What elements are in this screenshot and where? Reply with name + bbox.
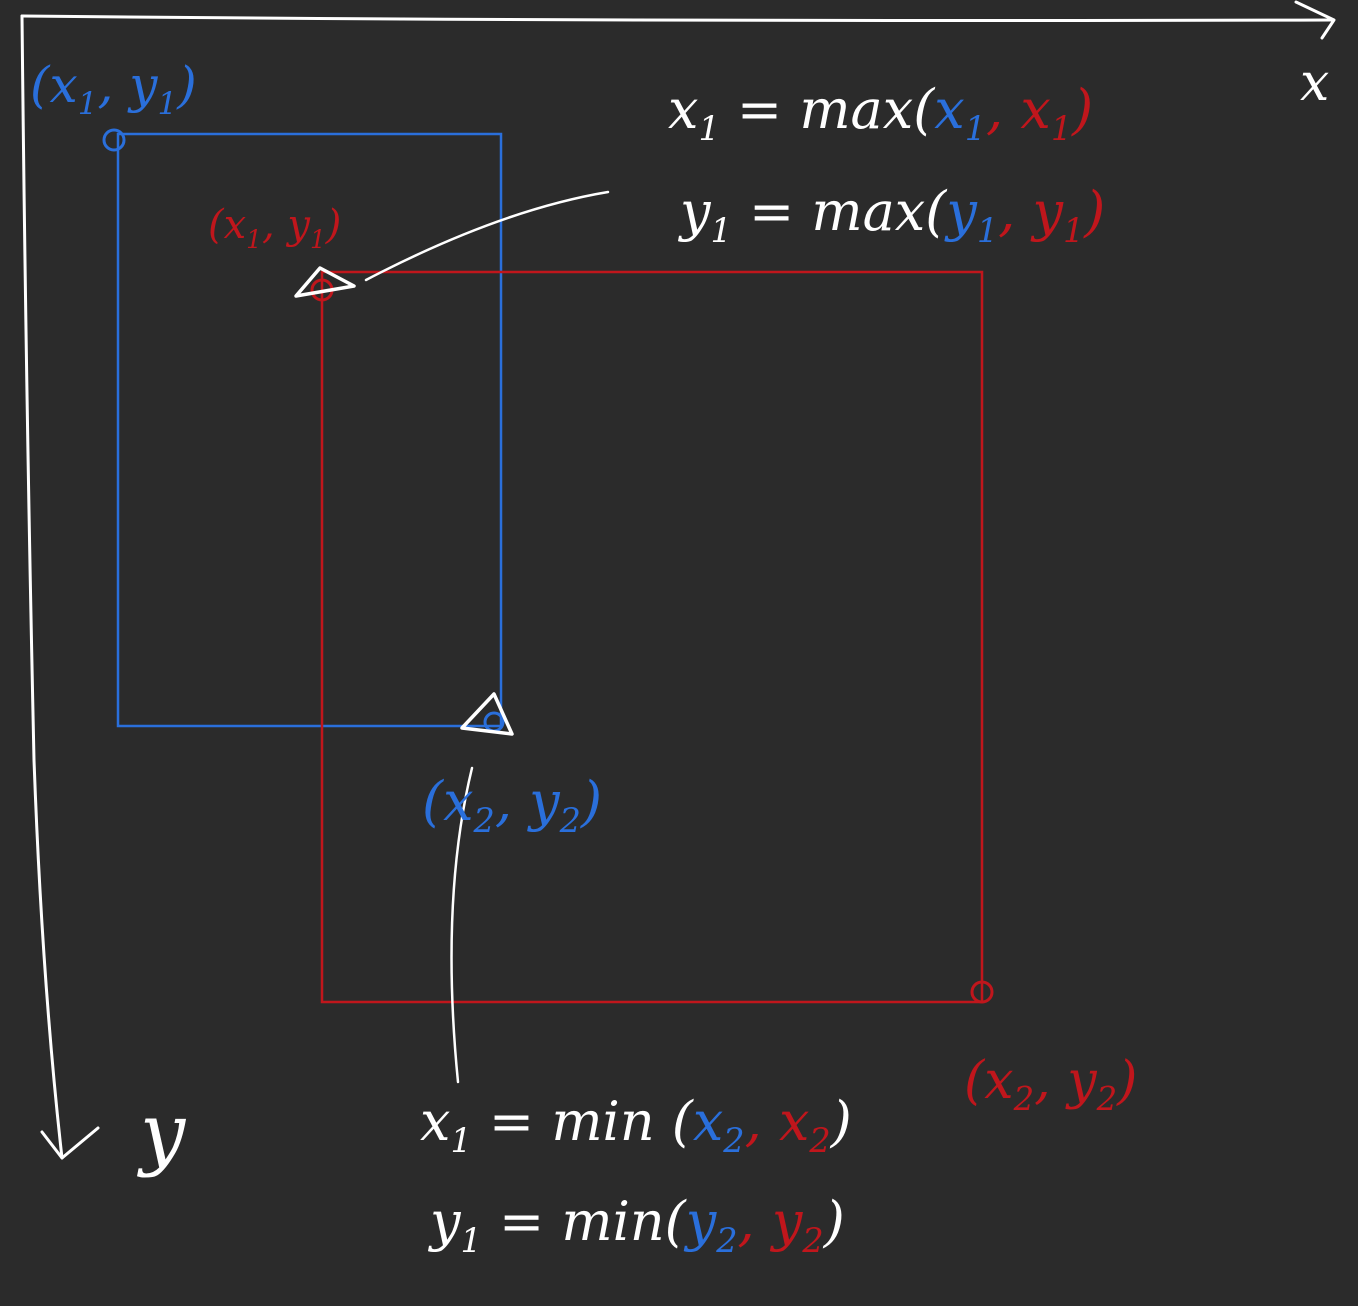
intersection-markers: [294, 266, 514, 736]
x-axis-label: x: [1300, 53, 1329, 113]
intersection-bottom-right-marker: [460, 692, 514, 736]
box-a-top-left-point: [102, 128, 126, 152]
box-a-top-left-label: (x1, y1): [30, 56, 197, 122]
box-b-rectangle: [320, 270, 984, 1004]
box-a-bottom-right-label: (x2, y2): [422, 770, 602, 840]
axes: [20, 0, 1336, 1160]
leader-line-max: [364, 190, 610, 282]
y-axis-line: [20, 14, 64, 1160]
box-b-bottom-right-point: [970, 980, 994, 1004]
box-b-top-left-label: (x1, y1): [208, 202, 341, 254]
box-b-bottom-right-label: (x2, y2): [964, 1051, 1137, 1118]
formula-min-x: x1 = min (x2, x2): [420, 1090, 852, 1160]
leader-line-min: [450, 766, 474, 1084]
y-axis-arrowhead: [40, 1126, 100, 1160]
y-axis-label: y: [137, 1086, 187, 1179]
formula-min-y: y1 = min(y2, y2): [428, 1190, 845, 1260]
formula-max-x: x1 = max(x1, x1): [668, 78, 1093, 148]
box-a-rectangle: [116, 132, 503, 728]
formula-max-y: y1 = max(y1, y1): [678, 180, 1105, 250]
x-axis-arrowhead: [1294, 0, 1336, 40]
intersection-top-left-marker: [294, 266, 356, 298]
leader-lines: [364, 190, 610, 1084]
x-axis-line: [20, 14, 1334, 22]
